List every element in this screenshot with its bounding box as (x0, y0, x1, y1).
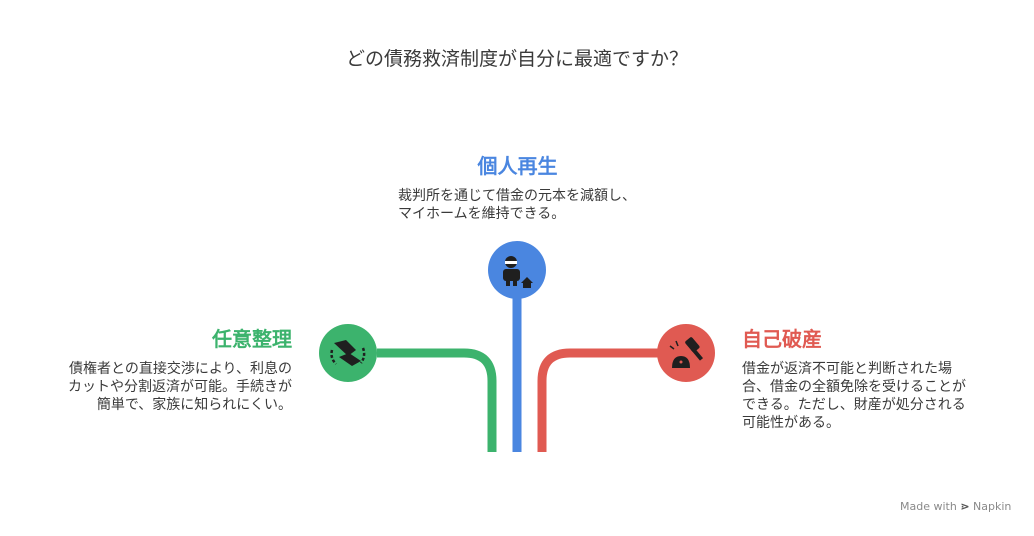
gavel-ruling-icon (669, 337, 704, 368)
description-voluntary-arrangement: 債権者との直接交渉により、利息のカットや分割返済が可能。手続きが簡単で、家族に知… (68, 361, 292, 413)
watermark-prefix: Made with (900, 500, 957, 513)
node-right (657, 324, 715, 382)
diagram-title: どの債務救済制度が自分に最適ですか？ (345, 48, 688, 70)
node-left (319, 324, 377, 382)
heading-voluntary-arrangement: 任意整理 (212, 327, 292, 351)
description-individual-rehabilitation: 裁判所を通じて借金の元本を減額し、マイホームを維持できる。 (398, 188, 636, 222)
connector-right (537, 348, 658, 452)
node-center (488, 241, 546, 299)
watermark-brand: Napkin (973, 500, 1012, 513)
napkin-logo-icon: ⋗ (960, 500, 970, 513)
connector-left (377, 348, 497, 452)
description-bankruptcy: 借金が返済不可能と判断された場合、借金の全額免除を受けることができる。ただし、財… (742, 361, 966, 431)
watermark[interactable]: Made with ⋗ Napkin (900, 500, 1011, 513)
heading-bankruptcy: 自己破産 (742, 327, 822, 351)
person-with-house-icon (503, 256, 533, 288)
negotiation-arrows-icon (330, 340, 366, 366)
heading-individual-rehabilitation: 個人再生 (477, 154, 558, 178)
